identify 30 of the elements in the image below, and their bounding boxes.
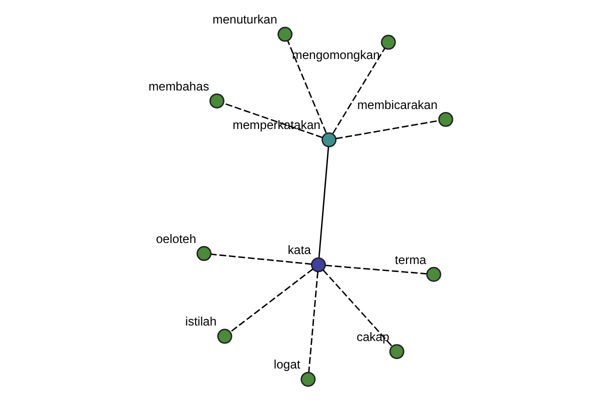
node-label: kata — [288, 243, 311, 258]
connector — [336, 120, 440, 140]
node-circle — [322, 132, 337, 148]
node-label: cakap — [356, 330, 390, 344]
connector — [325, 264, 427, 274]
node-label: logat — [274, 358, 300, 372]
node-label: istilah — [185, 314, 217, 329]
node-label: membicarakan — [357, 98, 438, 112]
node-circle — [278, 26, 293, 42]
node-label: oeloteh — [156, 232, 196, 246]
node-circle — [310, 257, 326, 272]
connector — [308, 272, 318, 372]
node-circle — [426, 266, 442, 282]
node-circle — [380, 34, 396, 50]
node-circle — [438, 112, 454, 127]
connector — [318, 146, 330, 258]
node-label: membahas — [148, 79, 210, 94]
node-label: mengomongkan — [292, 48, 380, 62]
node-circle — [300, 372, 316, 387]
node-circle — [196, 246, 212, 262]
node-circle — [217, 328, 232, 344]
connector — [332, 48, 386, 134]
node-circle — [389, 344, 404, 360]
connector — [230, 268, 314, 333]
connector — [322, 270, 392, 347]
connector — [211, 254, 312, 265]
connector — [287, 40, 327, 134]
node-circle — [209, 93, 224, 108]
node-label: terma — [394, 252, 426, 267]
node-label: menuturkan — [212, 12, 278, 27]
